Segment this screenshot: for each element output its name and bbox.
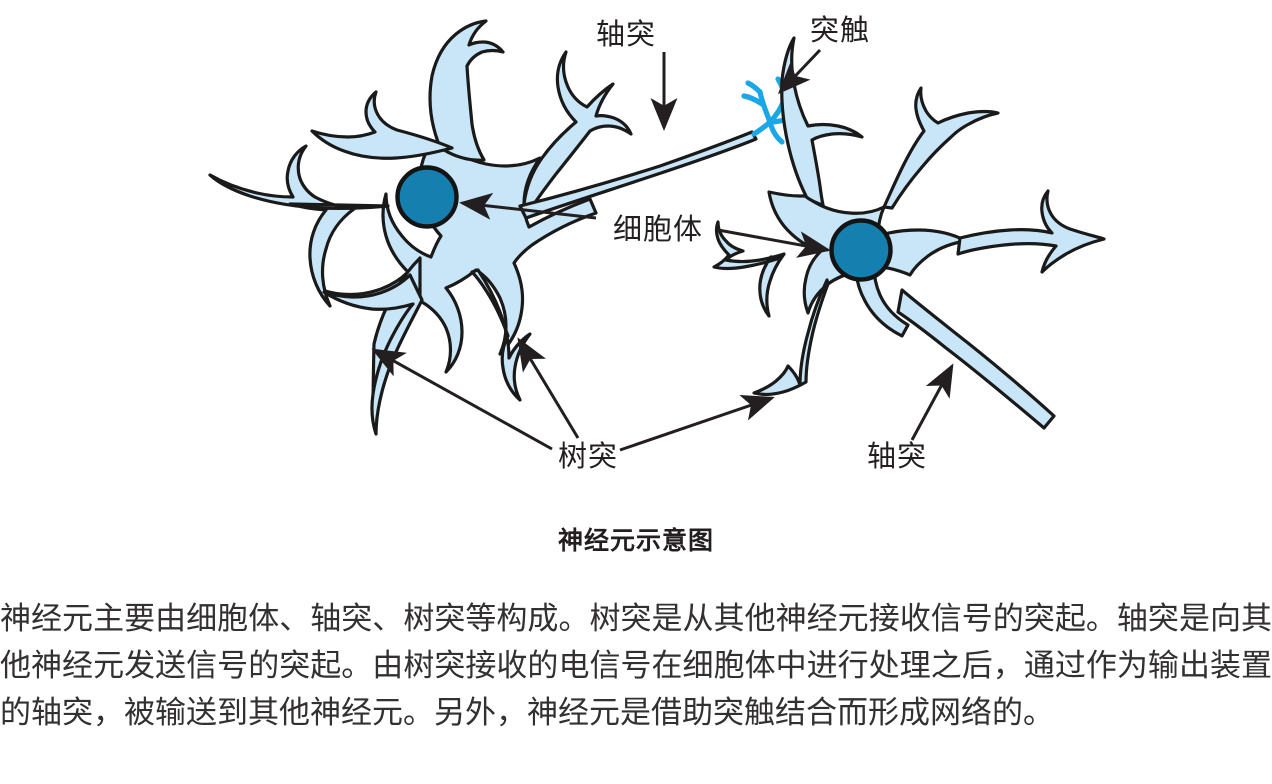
right-neuron [712, 36, 1106, 430]
label-soma: 细胞体 [613, 213, 703, 246]
leader-soma-left [459, 192, 597, 220]
left-neuron-dendrite-upper-left [310, 90, 454, 160]
neuron-diagram-svg: 轴突 突触 细胞体 树突 轴突 [0, 0, 1272, 510]
left-neuron-nucleus [395, 165, 459, 229]
label-dendrite: 树突 [558, 440, 618, 473]
label-axon-bottom: 轴突 [867, 440, 927, 473]
left-neuron-dendrite-lower-left-branch [322, 273, 424, 436]
article-body: 神经元主要由细胞体、轴突、树突等构成。树突是从其他神经元接收信号的突起。轴突是向… [0, 595, 1272, 736]
left-neuron-dendrite-lower-right [470, 268, 532, 402]
leader-soma-right [717, 228, 831, 258]
right-neuron-dendrite-right [956, 189, 1106, 274]
left-neuron-dendrite-upper-right [522, 50, 633, 209]
leader-lines [371, 48, 954, 452]
figure-background [0, 0, 1272, 510]
leader-axon-bottom [910, 363, 954, 441]
right-neuron-dendrite-lower [752, 278, 830, 396]
leader-dendrite-far-left [371, 348, 553, 451]
article-paragraph: 神经元主要由细胞体、轴突、树突等构成。树突是从其他神经元接收信号的突起。轴突是向… [0, 601, 1272, 730]
left-neuron-axon [518, 130, 758, 220]
neuron-figure: 轴突 突触 细胞体 树突 轴突 [0, 0, 1272, 510]
right-neuron-dendrite-left [712, 220, 786, 318]
right-neuron-dendrite-upper-right [882, 86, 1000, 210]
left-neuron-dendrite-upper-mid [428, 19, 505, 162]
label-axon-top: 轴突 [596, 18, 656, 51]
leader-dendrite-right [619, 394, 775, 452]
right-neuron-nucleus [829, 218, 893, 282]
right-neuron-axon [896, 288, 1056, 430]
left-neuron-dendrite-left [208, 144, 390, 308]
leader-synapse [777, 48, 822, 95]
figure-caption: 神经元示意图 [557, 527, 714, 555]
label-synapse: 突触 [810, 14, 870, 47]
left-neuron [208, 19, 758, 436]
leader-dendrite-mid [517, 337, 580, 439]
